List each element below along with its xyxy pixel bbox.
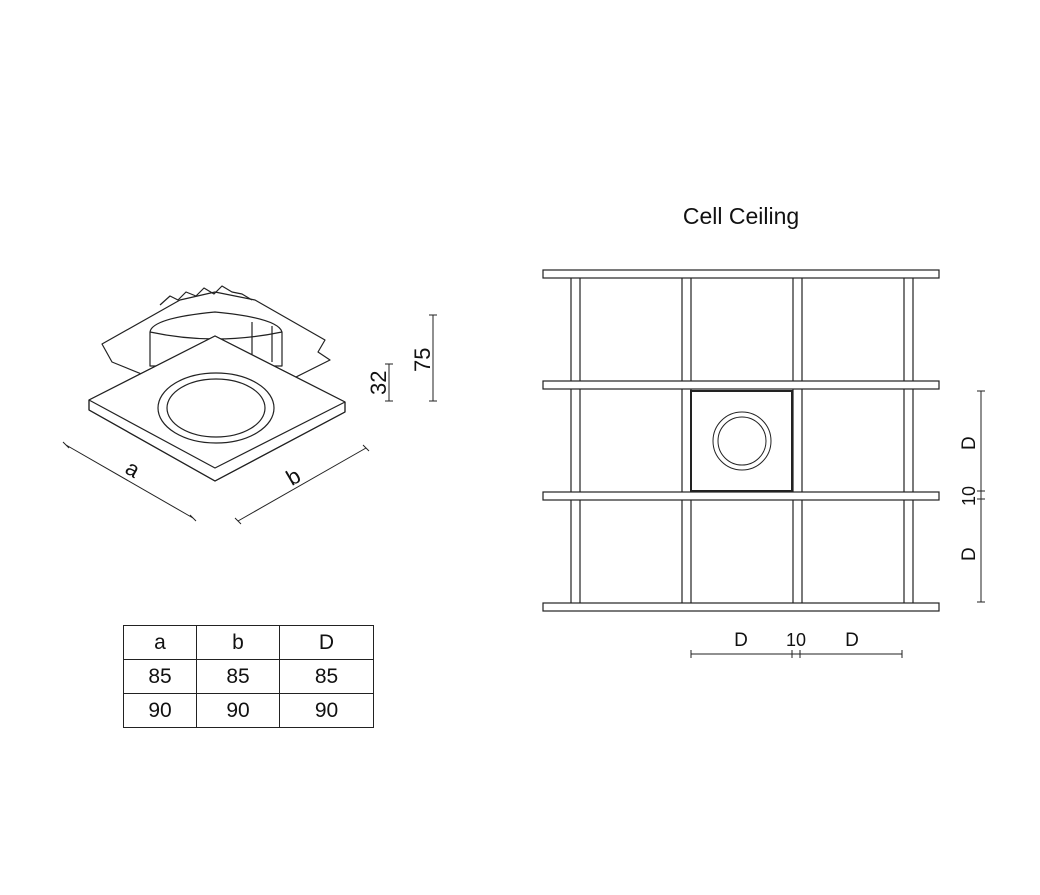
header-a: a xyxy=(123,625,197,660)
table-cell: 90 xyxy=(123,693,197,728)
label-right-d1: D xyxy=(959,436,980,450)
dimension-table: a b D 85 85 85 90 90 90 xyxy=(123,625,374,728)
table-cell: 85 xyxy=(196,659,280,694)
header-b: b xyxy=(196,625,280,660)
table-row: 85 85 85 xyxy=(123,659,374,694)
label-height-75: 75 xyxy=(410,348,435,372)
dimension-b xyxy=(234,444,370,525)
table-cell: 90 xyxy=(279,693,374,728)
header-d: D xyxy=(279,625,374,660)
table-row: 90 90 90 xyxy=(123,693,374,728)
dimension-height xyxy=(385,314,437,402)
diagram-title: Cell Ceiling xyxy=(683,203,799,229)
table-cell: 85 xyxy=(279,659,374,694)
table-cell: 85 xyxy=(123,659,197,694)
dimension-bottom xyxy=(690,650,903,658)
label-height-32: 32 xyxy=(366,371,391,395)
dimension-right xyxy=(977,390,985,603)
cell-ceiling-grid xyxy=(542,269,940,612)
dimension-a xyxy=(62,441,197,522)
table-header-row: a b D xyxy=(123,625,374,660)
isometric-luminaire xyxy=(88,285,346,482)
label-bottom-gap: 10 xyxy=(786,630,806,650)
cell-luminaire xyxy=(690,390,793,492)
label-right-d2: D xyxy=(959,547,980,561)
table-cell: 90 xyxy=(196,693,280,728)
label-bottom-d1: D xyxy=(734,630,748,651)
label-bottom-d2: D xyxy=(845,630,859,651)
label-right-gap: 10 xyxy=(959,486,979,506)
label-b: b xyxy=(282,463,305,491)
